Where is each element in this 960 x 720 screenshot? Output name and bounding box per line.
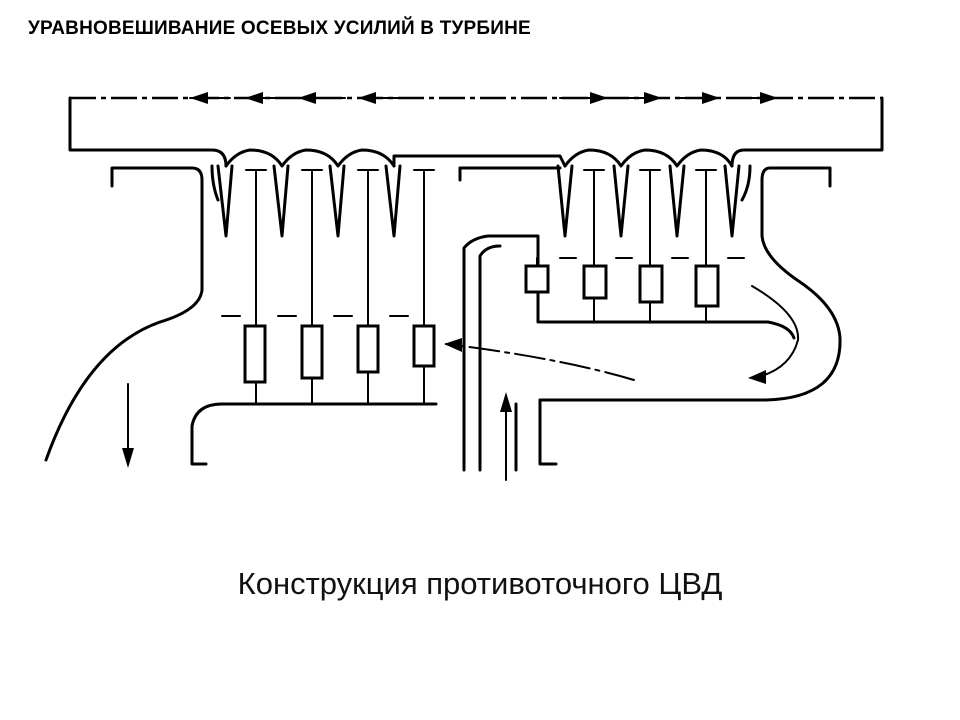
diagram-caption: Конструкция противоточного ЦВД — [237, 566, 723, 601]
casing-left — [44, 164, 438, 466]
axial-force-arrows — [189, 92, 779, 104]
casing-right — [538, 164, 842, 466]
rotor-blades — [216, 164, 741, 238]
stator-diaphragms-right — [524, 169, 745, 323]
steam-inlet-pipe — [458, 166, 562, 472]
stator-diaphragms-left — [221, 169, 436, 405]
slide-title: УРАВНОВЕШИВАНИЕ ОСЕВЫХ УСИЛИЙ В ТУРБИНЕ — [28, 18, 531, 39]
rotor-shaft — [68, 96, 884, 168]
flow-arrows — [122, 285, 800, 481]
